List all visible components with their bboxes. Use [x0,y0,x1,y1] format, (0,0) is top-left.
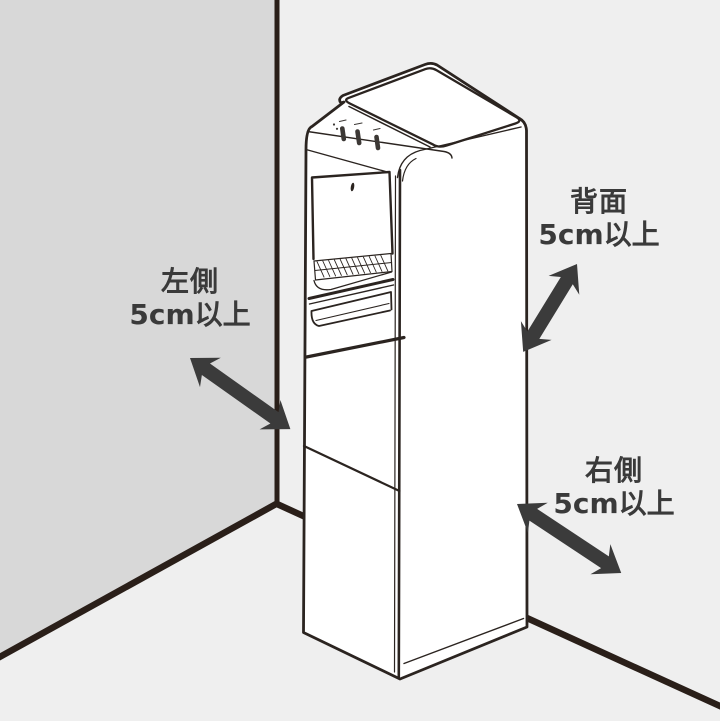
floor-line-left [0,500,279,661]
front-right-edge-inner [393,175,397,673]
mid-panel-seam [304,335,406,359]
base-kick-line [403,617,525,665]
right-clearance-arrow [517,502,622,575]
lid-thickness-line [348,105,431,148]
drip-tray-grill [313,252,393,291]
left-side-text: 左側 [160,265,219,298]
left-clearance-arrow [190,357,291,430]
back-clearance-arrow [520,264,580,352]
lower-door-seam [302,444,401,493]
niche-ledge [307,278,395,300]
right-clearance-label: 右側 5cm以上 [509,454,719,520]
corner-band-inner-curve [401,157,417,182]
indicator-dot [335,127,339,130]
back-clearance-label: 背面 5cm以上 [494,185,704,251]
right-side-text: 右側 [584,454,643,487]
panel-button [355,129,362,146]
left-wall [0,0,279,657]
front-top-seam [305,148,390,174]
top-front-crease [306,130,453,159]
top-lid [345,67,521,148]
tray-front-lip [313,271,393,291]
niche-ledge-lower-line [308,284,395,305]
back-distance-text: 5cm以上 [538,218,660,251]
right-distance-text: 5cm以上 [553,487,675,520]
water-dispenser [302,61,529,681]
grill-slats [316,254,389,278]
bottom-tray [310,291,393,327]
dispenser-body [302,61,529,681]
back-side-text: 背面 [569,185,628,218]
panel-label-marks [338,119,381,131]
clearance-arrows [190,264,622,575]
panel-button [374,134,381,151]
status-led [350,182,355,192]
panel-button [340,126,347,142]
indicator-dot [332,123,336,126]
control-panel [332,119,381,151]
left-distance-text: 5cm以上 [129,298,251,331]
side-top-crease [396,126,522,179]
front-right-edge [397,168,402,679]
left-clearance-label: 左側 5cm以上 [85,265,295,331]
dispense-niche [310,170,394,261]
